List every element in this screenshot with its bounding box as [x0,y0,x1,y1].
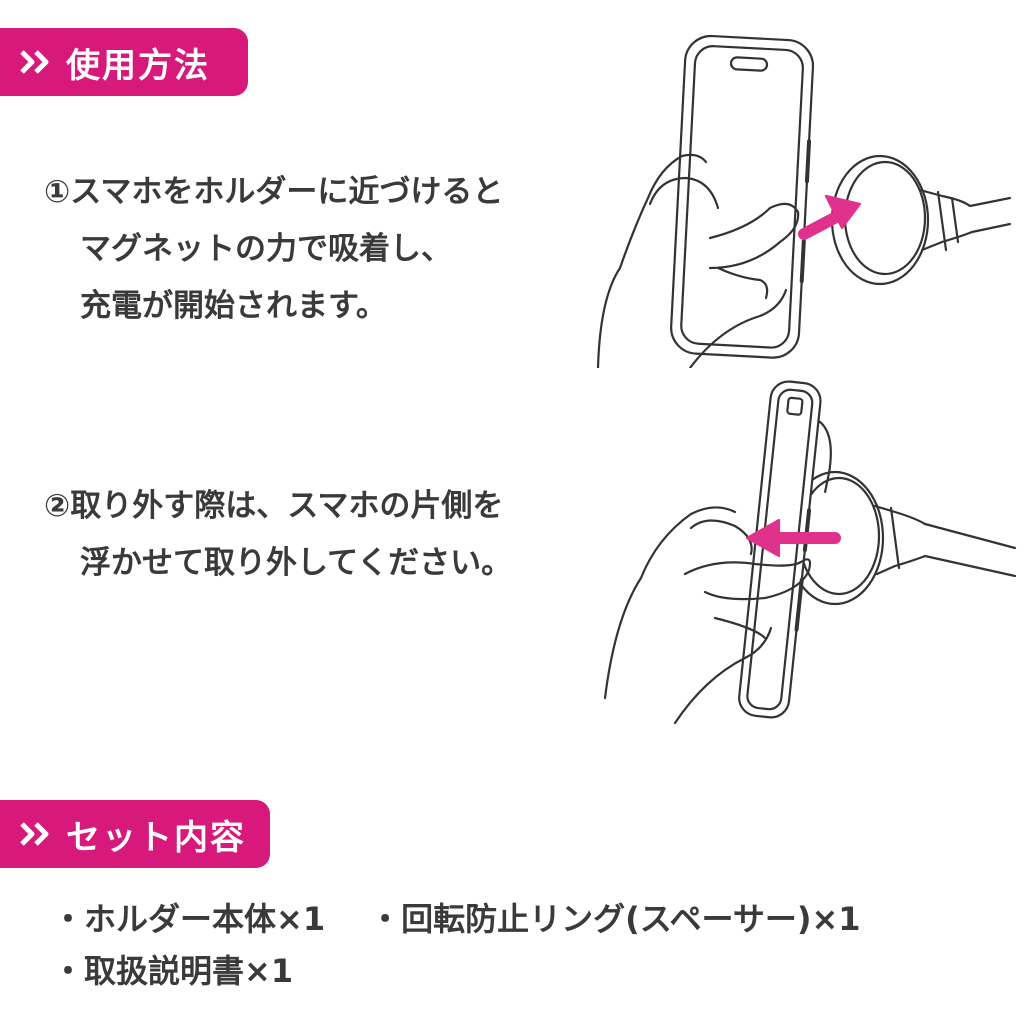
double-chevron-right-icon [18,820,54,848]
step-2-line-1: ②取り外す際は、スマホの片側を [44,488,504,524]
double-chevron-right-icon [18,48,54,76]
step-1-line-2: マグネットの力で吸着し、 [80,231,452,267]
set-item-holder-body: ・ホルダー本体×1 [52,900,326,938]
step-2-line-2: 浮かせて取り外してください。 [80,545,513,581]
section-tab-contents: セット内容 [0,800,270,868]
step-1-line-3: 充電が開始されます。 [80,288,387,324]
step-1-instructions: ①スマホをホルダーに近づけると マグネットの力で吸着し、 充電が開始されます。 [44,164,503,335]
section-title-contents: セット内容 [66,817,246,858]
set-contents-list: ・ホルダー本体×1 ・回転防止リング(スペーサー)×1 ・取扱説明書×1 [52,893,861,997]
section-title-usage: 使用方法 [66,45,210,86]
set-contents-row-2: ・取扱説明書×1 [52,945,861,997]
step-1-line-1: ①スマホをホルダーに近づけると [44,174,504,210]
step-2-instructions: ②取り外す際は、スマホの片側を 浮かせて取り外してください。 [44,478,512,592]
section-tab-usage: 使用方法 [0,28,248,96]
set-item-anti-rotation-ring: ・回転防止リング(スペーサー)×1 [369,900,861,938]
set-contents-row-1: ・ホルダー本体×1 ・回転防止リング(スペーサー)×1 [52,893,861,945]
phone-attach-illustration [590,28,1020,370]
set-item-manual: ・取扱説明書×1 [52,952,294,990]
phone-detach-illustration [595,378,1020,728]
